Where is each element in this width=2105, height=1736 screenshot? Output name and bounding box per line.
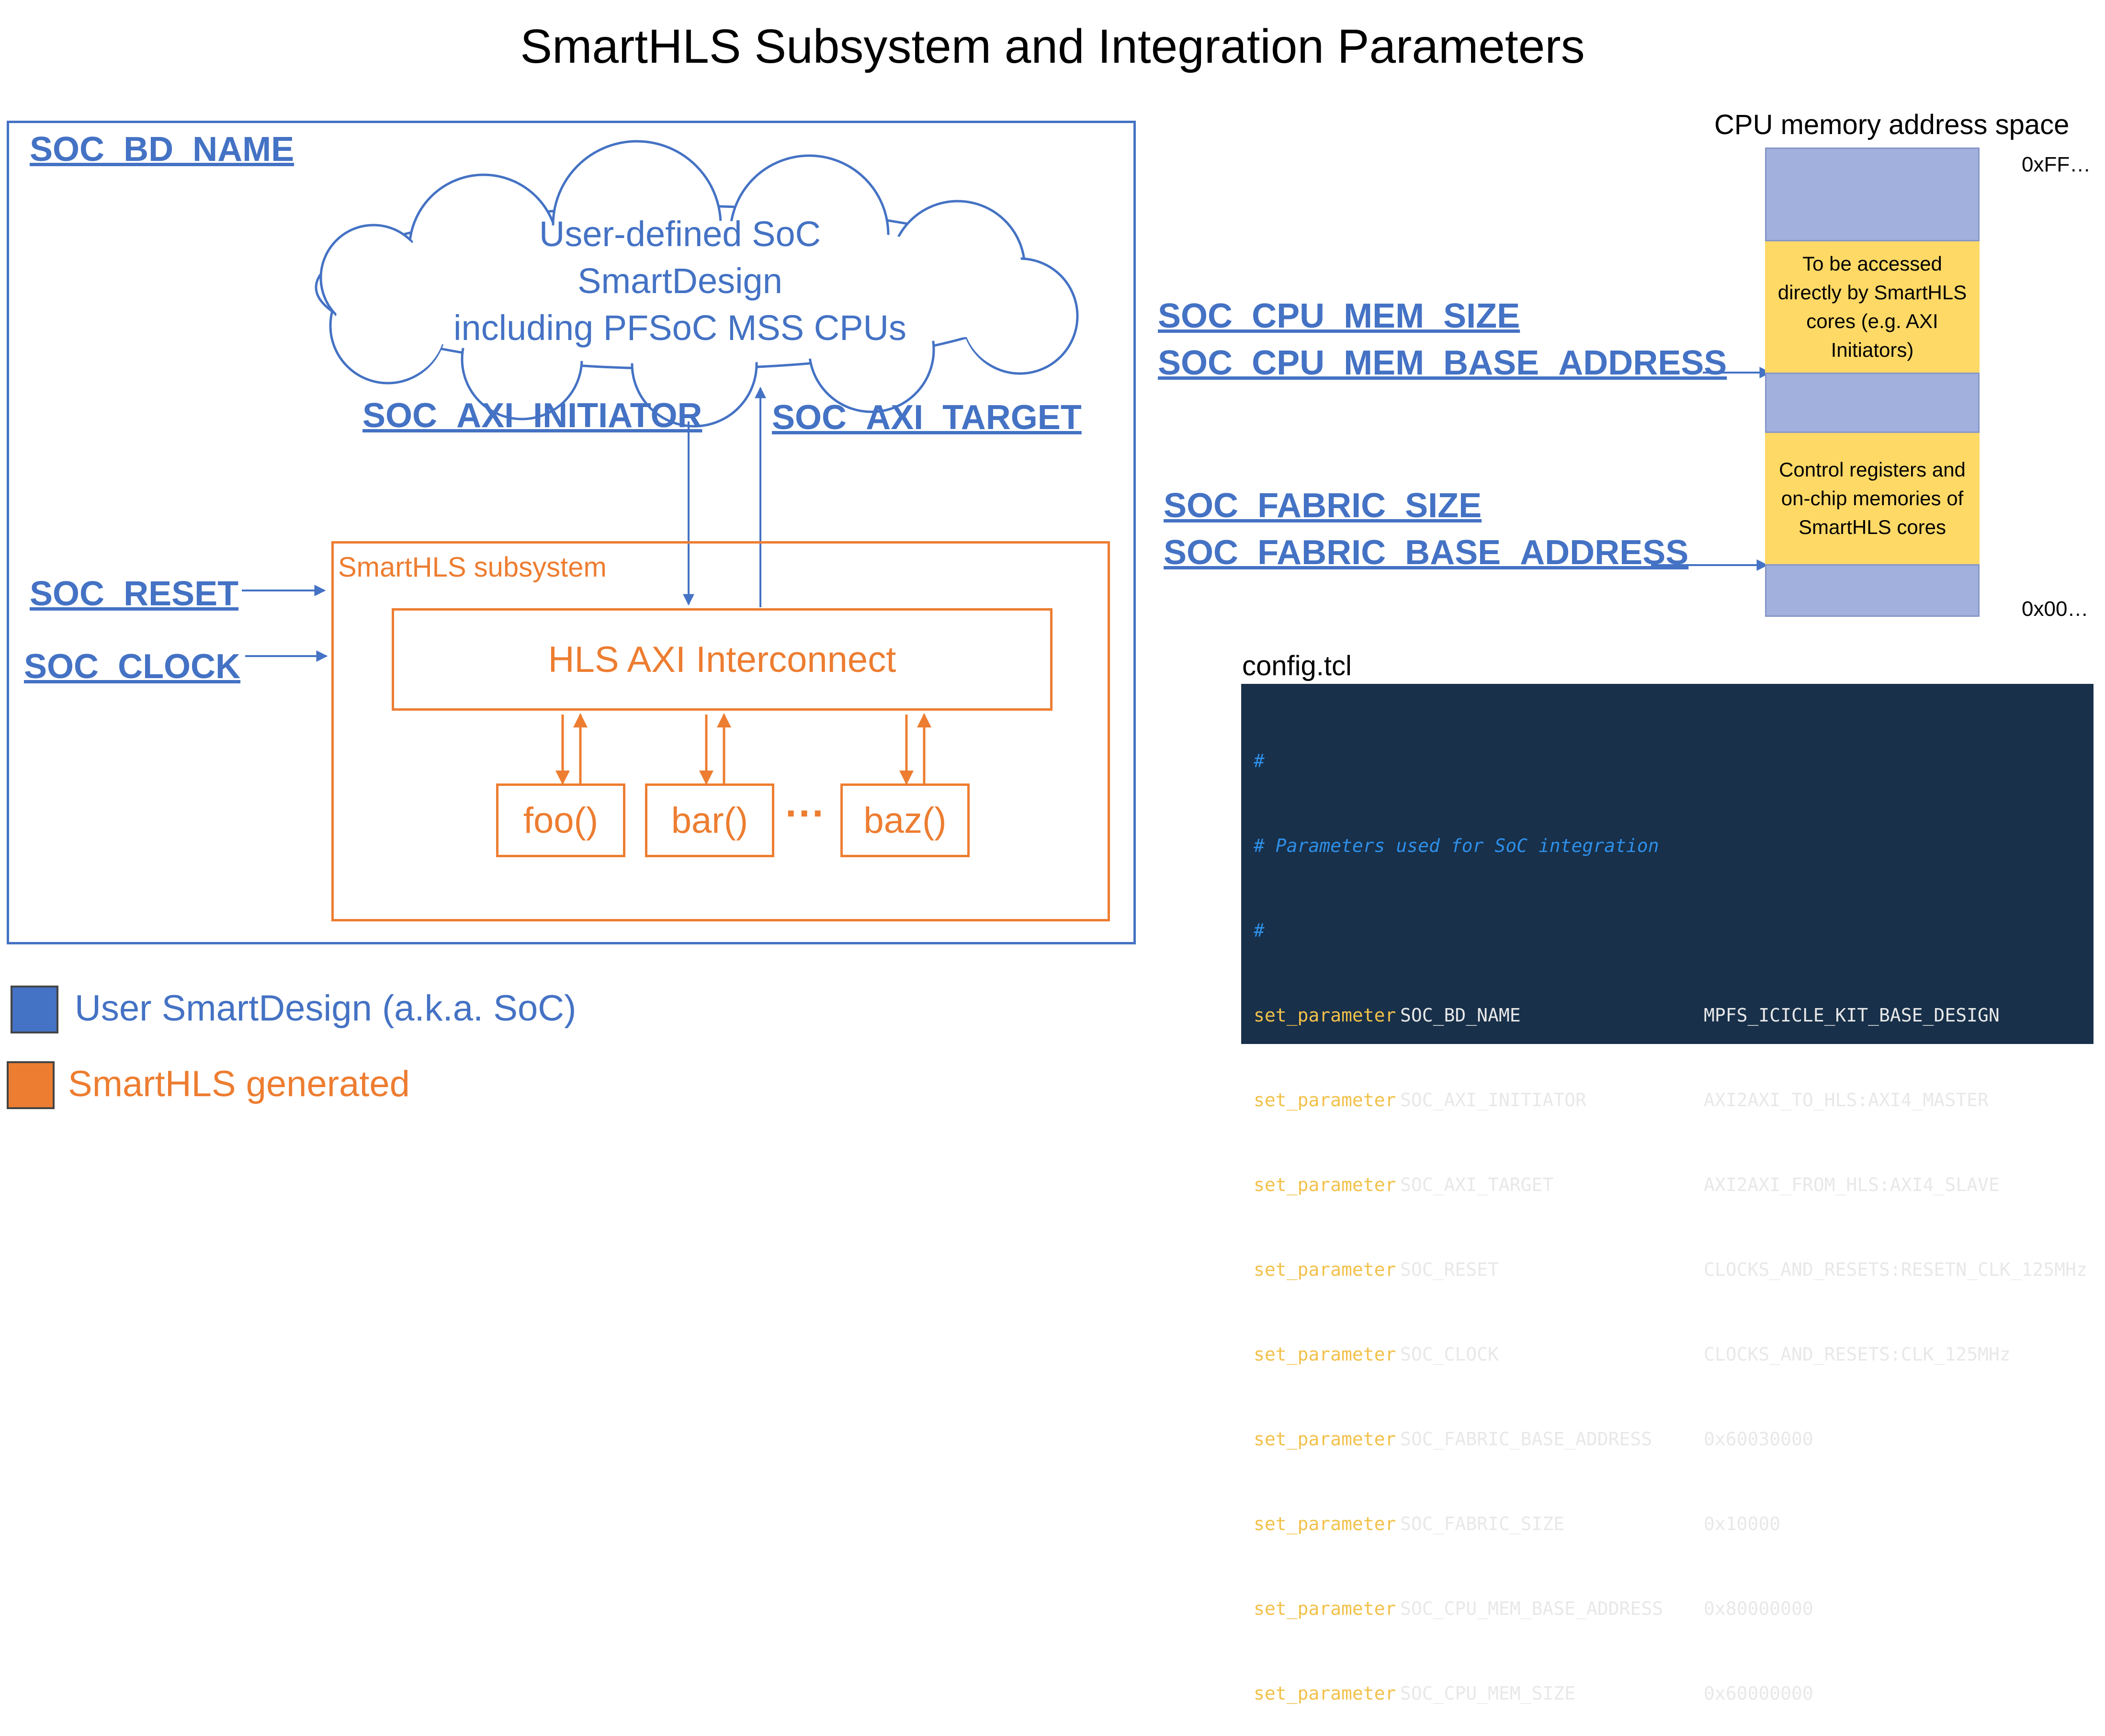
smarthls-subsystem-label: SmartHLS subsystem [338,552,607,583]
memory-segment-middle [1765,373,1980,433]
memory-segment-lower [1765,564,1980,617]
code-keyword: set_parameter [1254,1344,1396,1365]
code-param-value: CLOCKS_AND_RESETS:RESETN_CLK_125MHz [1704,1259,2087,1280]
diagram-title: SmartHLS Subsystem and Integration Param… [520,20,1585,73]
memory-segment-fabric-region: Control registers and on-chip memories o… [1765,433,1980,564]
function-label: foo() [523,800,599,841]
function-block-baz: baz() [840,783,970,857]
function-block-foo: foo() [496,783,625,857]
code-param-name: SOC_RESET [1400,1259,1499,1280]
code-param-name: SOC_CPU_MEM_BASE_ADDRESS [1400,1598,1664,1619]
smarthls-subsystem-box [331,541,1110,921]
memory-segment-upper [1765,148,1980,241]
legend-label-user: User SmartDesign (a.k.a. SoC) [75,988,577,1029]
soc-bd-name-link[interactable]: SOC_BD_NAME [30,130,294,169]
soc-fabric-base-address-link[interactable]: SOC_FABRIC_BASE_ADDRESS [1164,533,1689,572]
code-param-name: SOC_CLOCK [1400,1344,1499,1365]
code-param-value: AXI2AXI_TO_HLS:AXI4_MASTER [1704,1089,1989,1111]
function-ellipsis: ··· [785,791,826,836]
code-keyword: set_parameter [1254,1429,1396,1450]
code-param-name: SOC_BD_NAME [1400,1005,1521,1026]
legend-swatch-user [11,986,58,1033]
code-param-name: SOC_AXI_TARGET [1400,1174,1554,1195]
legend-swatch-hls [7,1061,55,1109]
code-param-value: 0x80000000 [1704,1598,1813,1619]
soc-cpu-mem-size-link[interactable]: SOC_CPU_MEM_SIZE [1158,297,1520,335]
cloud-line-3: including PFSoC MSS CPUs [453,308,906,348]
soc-fabric-size-link[interactable]: SOC_FABRIC_SIZE [1164,487,1482,525]
soc-boundary-box [7,121,1136,944]
soc-cpu-mem-base-address-link[interactable]: SOC_CPU_MEM_BASE_ADDRESS [1158,344,1727,382]
config-code-block: # # Parameters used for SoC integration … [1241,684,2094,1704]
code-param-value: AXI2AXI_FROM_HLS:AXI4_SLAVE [1704,1174,2000,1195]
code-keyword: set_parameter [1254,1513,1396,1534]
code-param-value: 0x60000000 [1704,1683,1813,1704]
code-param-name: SOC_AXI_INITIATOR [1400,1089,1586,1111]
hls-axi-interconnect-block: HLS AXI Interconnect [392,608,1052,711]
code-comment: # [1254,920,1265,941]
cpu-region-label: To be accessed directly by SmartHLS core… [1777,252,1967,361]
config-file-title: config.tcl [1242,650,1352,681]
interconnect-label: HLS AXI Interconnect [548,639,896,680]
memory-map-column: To be accessed directly by SmartHLS core… [1765,148,1980,617]
legend-label-hls: SmartHLS generated [68,1064,410,1104]
code-keyword: set_parameter [1254,1005,1396,1026]
code-param-value: CLOCKS_AND_RESETS:CLK_125MHz [1704,1344,2011,1365]
code-param-name: SOC_FABRIC_BASE_ADDRESS [1400,1429,1652,1450]
soc-axi-target-link[interactable]: SOC_AXI_TARGET [772,398,1082,437]
memory-segment-cpu-region: To be accessed directly by SmartHLS core… [1765,241,1980,373]
soc-axi-initiator-link[interactable]: SOC_AXI_INITIATOR [362,397,702,435]
memory-map-title: CPU memory address space [1714,109,2070,140]
memory-top-address: 0xFF… [2022,153,2091,176]
code-keyword: set_parameter [1254,1259,1396,1280]
code-param-name: SOC_FABRIC_SIZE [1400,1513,1565,1534]
function-label: baz() [863,800,947,841]
cloud-line-1: User-defined SoC [539,214,821,254]
soc-clock-link[interactable]: SOC_CLOCK [24,647,241,686]
code-param-value: MPFS_ICICLE_KIT_BASE_DESIGN [1704,1005,2000,1026]
fabric-region-label: Control registers and on-chip memories o… [1779,458,1966,538]
code-param-value: 0x10000 [1704,1513,1781,1534]
soc-cloud-label: User-defined SoC SmartDesign including P… [421,211,939,352]
code-param-name: SOC_CPU_MEM_SIZE [1400,1683,1576,1704]
soc-reset-link[interactable]: SOC_RESET [30,575,239,613]
cloud-line-2: SmartDesign [577,261,782,301]
memory-bottom-address: 0x00… [2022,597,2089,621]
code-keyword: set_parameter [1254,1174,1396,1195]
code-keyword: set_parameter [1254,1598,1396,1619]
code-keyword: set_parameter [1254,1683,1396,1704]
code-comment: # Parameters used for SoC integration [1254,835,1659,856]
function-block-bar: bar() [645,783,774,857]
code-comment: # [1254,750,1265,772]
code-keyword: set_parameter [1254,1089,1396,1111]
function-label: bar() [671,800,748,841]
code-param-value: 0x60030000 [1704,1429,1813,1450]
